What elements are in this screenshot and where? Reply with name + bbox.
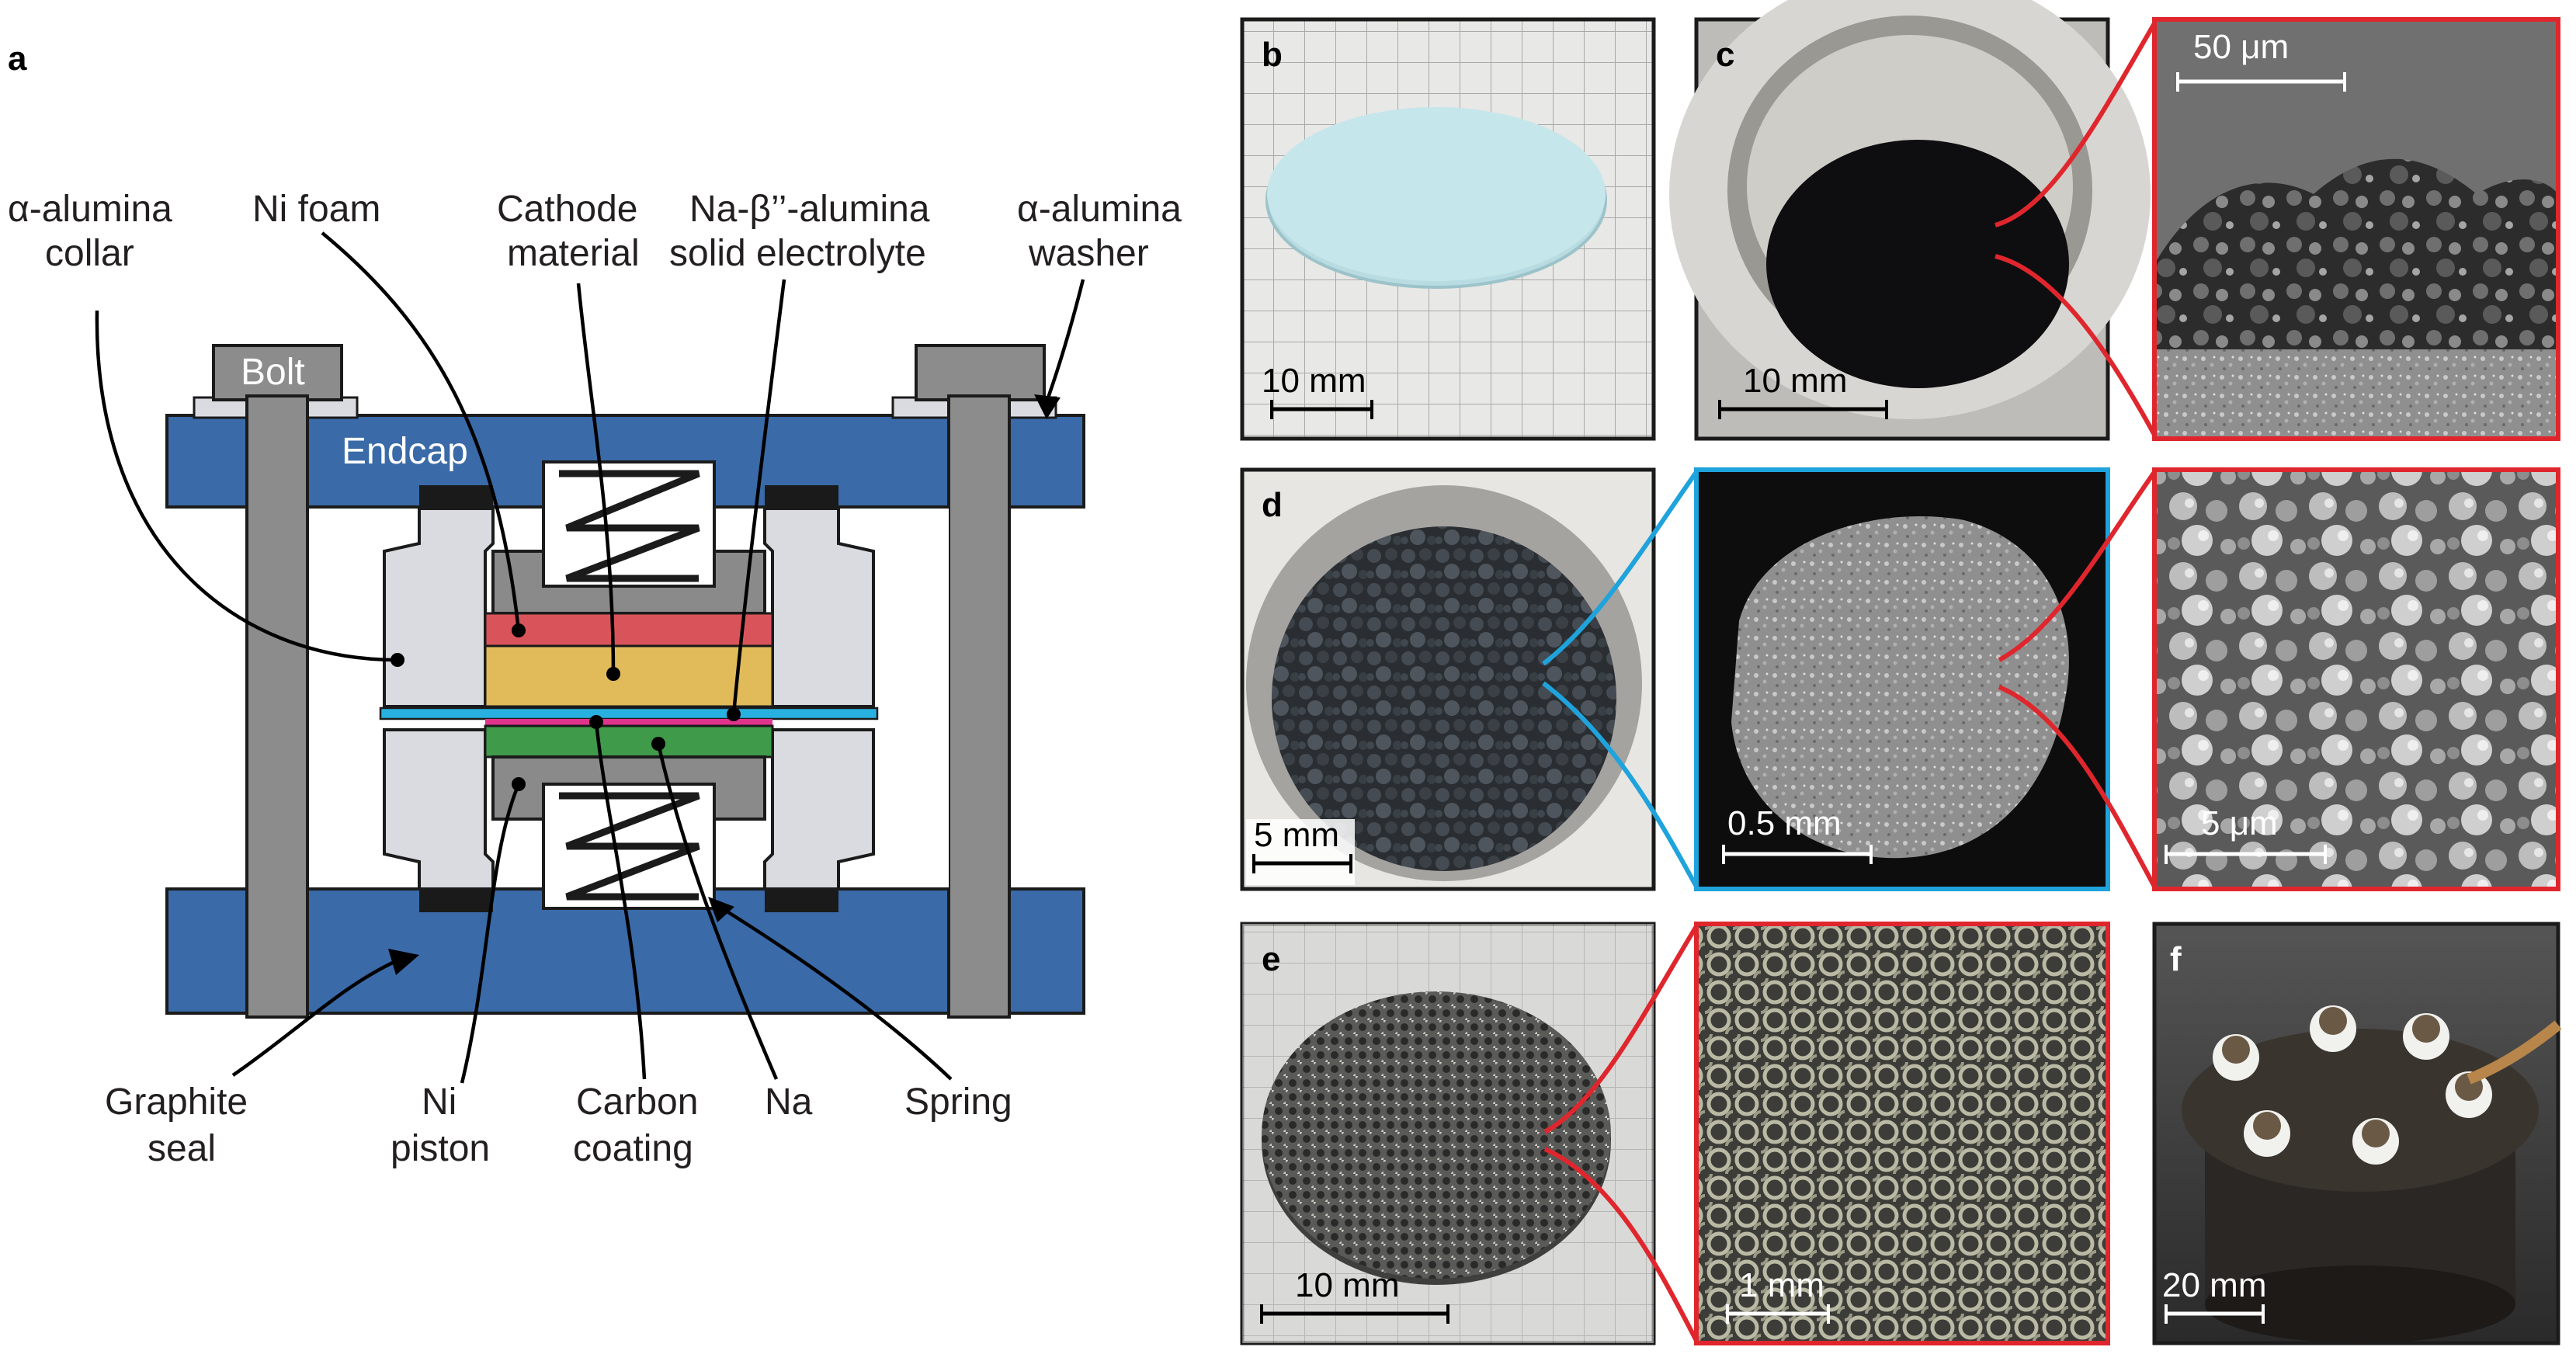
graphite-seal-top-right [765, 485, 838, 509]
panel-f-letter: f [2170, 940, 2182, 978]
panel-e-zoom-scalebar-label: 1 mm [1739, 1266, 1824, 1304]
panel-d-photo: d 5 mm [1240, 467, 1656, 891]
panel-e-zoom: 1 mm [1694, 922, 2110, 1345]
panel-e-scalebar-label: 10 mm [1295, 1266, 1399, 1304]
graphite-seal-label-line2: seal [148, 1128, 216, 1169]
leader-ni-piston [460, 783, 521, 1084]
ni-piston-label-line1: Ni [422, 1081, 457, 1123]
ni-foam-label: Ni foam [252, 189, 380, 230]
ni-foam-layer [484, 612, 774, 647]
panel-e-photo: e 10 mm [1240, 922, 1656, 1345]
upper-spring [559, 470, 700, 582]
callout-e-upper [1543, 925, 1699, 1134]
graphite-seal-bottom-left [419, 889, 493, 912]
callout-d2-lower [1998, 685, 2157, 888]
na-label: Na [765, 1081, 813, 1123]
carbon-coating-layer [485, 719, 772, 726]
leader-washer [1044, 279, 1085, 403]
panel-f-photo: f 20 mm [2152, 922, 2562, 1345]
alumina-collar-lower-right [763, 728, 875, 891]
cathode-granules [1272, 526, 1616, 871]
callout-d-upper [1542, 470, 1699, 666]
panel-a-schematic: a [8, 40, 1182, 1169]
panel-d-scalebar-label: 5 mm [1254, 816, 1339, 854]
leader-ni-foam [321, 231, 521, 631]
bolt-label: Bolt [241, 352, 305, 393]
washer-label-line2: washer [1028, 233, 1149, 274]
panel-f-scalebar-label: 20 mm [2162, 1266, 2266, 1304]
graphite-seal-top-left [419, 485, 493, 509]
alumina-collar-label-line1: α-alumina [8, 189, 172, 230]
ni-foam-disc [1262, 991, 1611, 1279]
panel-c-sem-scalebar-label: 50 μm [2193, 28, 2289, 66]
alumina-collar-label-line2: collar [45, 233, 134, 274]
ni-piston-label-line2: piston [391, 1128, 490, 1169]
sodium-layer [484, 724, 774, 759]
leader-alumina-collar [95, 310, 398, 662]
carbon-coating-label-line1: Carbon [576, 1081, 698, 1123]
right-bolt-shaft [947, 394, 1011, 1019]
panel-d-sem2-scalebar-label: 5 μm [2201, 804, 2278, 842]
lower-spring [559, 792, 700, 901]
callout-d-lower [1542, 681, 1699, 888]
panel-b-letter: b [1262, 36, 1283, 74]
panel-d-sem-granule: 0.5 mm [1694, 467, 2110, 891]
electrolyte-label-line1: Na-β’’-alumina [689, 189, 930, 230]
panel-d-letter: d [1262, 486, 1283, 524]
cell-lead-wire [2467, 1020, 2562, 1085]
washer-label-line1: α-alumina [1017, 189, 1182, 230]
solid-electrolyte-disc [379, 707, 879, 720]
spring-label: Spring [904, 1081, 1012, 1123]
callout-d2-upper [1998, 470, 2157, 662]
panel-b-photo: b 10 mm [1240, 17, 1656, 441]
panel-d-sem-crystals: 5 μm [2152, 467, 2560, 891]
endcap-label: Endcap [342, 431, 468, 472]
electrolyte-label-line2: solid electrolyte [669, 233, 926, 274]
callout-e-lower [1543, 1147, 1699, 1342]
leader-spring [720, 907, 953, 1081]
callout-c-upper [1994, 22, 2157, 227]
panel-c-photo: c 10 mm [1669, 0, 2151, 441]
panel-b-scalebar-label: 10 mm [1262, 362, 1366, 400]
right-bolt-head [915, 344, 1046, 401]
leader-electrolyte [731, 279, 786, 715]
carbon-coating-label-line2: coating [573, 1128, 693, 1169]
coated-cavity [1766, 140, 2069, 388]
leader-cathode [576, 283, 616, 675]
panel-c-letter: c [1716, 36, 1734, 74]
graphite-seal-bottom-right [765, 889, 838, 912]
cathode-layer [484, 644, 774, 708]
panel-c-scalebar-label: 10 mm [1743, 362, 1847, 400]
panel-a-letter: a [8, 40, 27, 78]
single-granule [1731, 516, 2069, 859]
graphite-seal-label-line1: Graphite [105, 1081, 248, 1123]
leader-carbon-coating [594, 721, 647, 1080]
cathode-label-line2: material [507, 233, 640, 274]
left-bolt-shaft [245, 394, 309, 1019]
alumina-collar-upper-right [763, 507, 875, 708]
leader-na [656, 743, 779, 1080]
panel-c-sem: 50 μm [2152, 17, 2560, 441]
leader-graphite-seal [231, 959, 397, 1077]
panel-d-sem1-scalebar-label: 0.5 mm [1727, 804, 1842, 842]
callout-c-lower [1994, 254, 2157, 436]
panel-e-letter: e [1262, 940, 1280, 978]
cathode-label-line1: Cathode [497, 189, 637, 230]
cell-bolts [2213, 1005, 2492, 1165]
